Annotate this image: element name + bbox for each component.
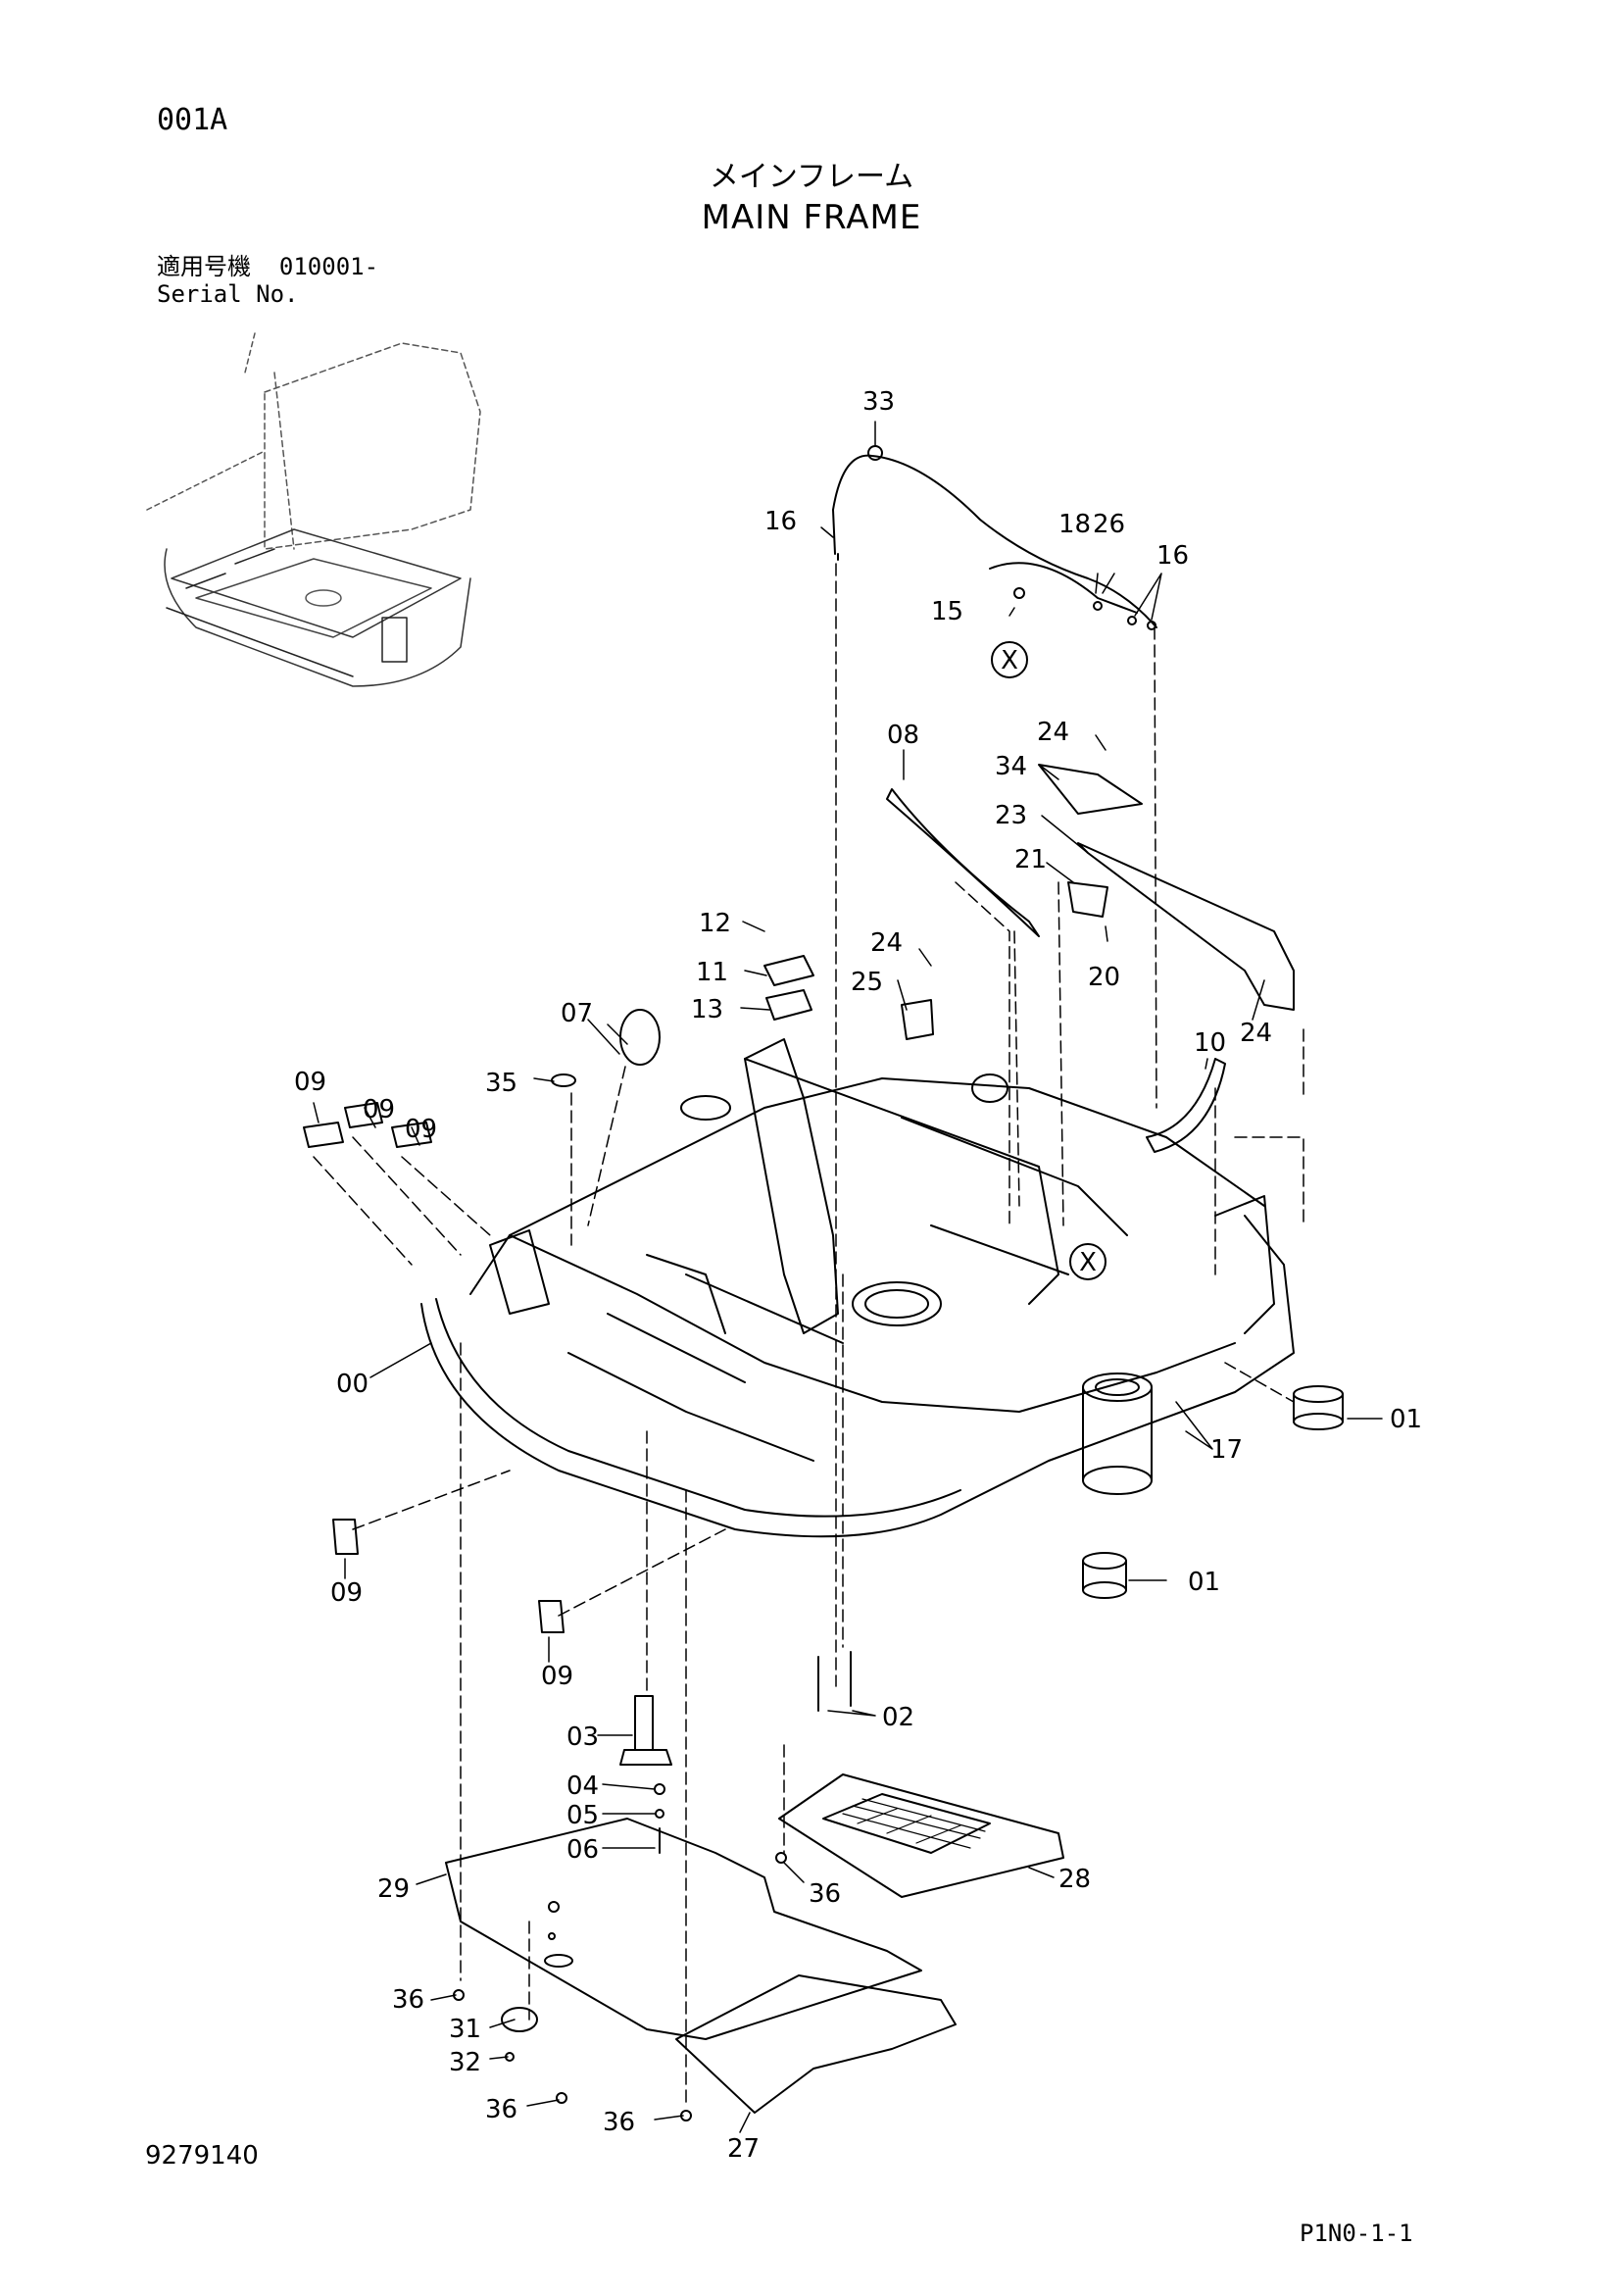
pad-09-b (344, 1102, 383, 1128)
serial-label: Serial No. (157, 280, 299, 308)
callout-36: 36 (809, 1879, 841, 1909)
callout-13: 13 (691, 995, 723, 1024)
callout-26: 26 (1093, 510, 1125, 539)
serial-info: 適用号機 010001- Serial No. (157, 253, 378, 308)
serial-label-japanese: 適用号機 (157, 253, 251, 280)
detail-marker-circle-2 (1069, 1243, 1107, 1280)
bolts-02 (817, 1651, 852, 1712)
callout-09: 09 (294, 1068, 326, 1097)
plate-13 (765, 989, 812, 1021)
ring-07 (619, 1009, 661, 1066)
callout-20: 20 (1088, 963, 1120, 992)
plate-34 (1038, 764, 1143, 815)
callout-09: 09 (541, 1662, 573, 1691)
callout-24: 24 (1240, 1019, 1272, 1048)
callout-32: 32 (449, 2048, 481, 2077)
callout-06: 06 (566, 1835, 599, 1865)
overview-thumbnail (146, 332, 481, 687)
callout-07: 07 (561, 999, 593, 1028)
cable-harness (832, 445, 1157, 630)
bushing-01-lower (1082, 1552, 1127, 1599)
pad-09-d (332, 1519, 359, 1555)
pad-09-c (391, 1122, 432, 1148)
callout-08: 08 (887, 721, 919, 750)
callout-36: 36 (603, 2108, 635, 2137)
cover-27 (675, 1974, 957, 2114)
bracket-21 (1067, 881, 1108, 918)
callout-12: 12 (699, 909, 731, 938)
callout-31: 31 (449, 2015, 481, 2044)
detail-marker-circle (991, 641, 1028, 678)
callout-34: 34 (995, 752, 1027, 781)
callout-16: 16 (1156, 541, 1189, 571)
callout-00: 00 (336, 1370, 369, 1399)
main-frame (420, 1038, 1295, 1538)
callout-04: 04 (566, 1772, 599, 1801)
callout-03: 03 (566, 1722, 599, 1752)
bracket-23 (1077, 842, 1295, 1011)
detail-marker-2: X (1079, 1248, 1097, 1277)
callout-09: 09 (330, 1578, 363, 1608)
page-title-japanese: メインフレーム (709, 160, 914, 194)
page-code: 001A (157, 103, 228, 137)
callout-33: 33 (862, 387, 895, 417)
callout-09: 09 (405, 1115, 437, 1144)
callout-01: 01 (1390, 1405, 1422, 1434)
pad-09-e (538, 1600, 565, 1633)
nut-36-d (775, 1852, 787, 1864)
callout-01: 01 (1188, 1568, 1220, 1597)
cover-29 (445, 1818, 922, 2040)
callout-36: 36 (392, 1985, 424, 2015)
cap-35 (551, 1073, 576, 1087)
plate-11 (763, 955, 814, 986)
callout-02: 02 (882, 1703, 914, 1732)
callout-17: 17 (1210, 1435, 1243, 1465)
bushing-01-upper (1293, 1385, 1344, 1430)
callout-27: 27 (727, 2134, 760, 2164)
callout-09: 09 (363, 1095, 395, 1124)
callout-24: 24 (870, 928, 903, 958)
nut-36-b (556, 2092, 567, 2104)
plate-31 (501, 2007, 538, 2032)
sheet-reference: P1N0-1-1 (1300, 2220, 1413, 2247)
callout-18: 18 (1058, 510, 1091, 539)
serial-number: 010001- (278, 253, 379, 280)
callout-35: 35 (485, 1069, 517, 1098)
callout-24: 24 (1037, 718, 1069, 747)
callout-16: 16 (764, 507, 797, 536)
cover-28 (778, 1773, 1064, 1898)
bracket-25 (901, 999, 934, 1040)
callout-29: 29 (377, 1874, 410, 1904)
callout-28: 28 (1058, 1865, 1091, 1894)
pad-09-a (303, 1122, 344, 1148)
rubber-10 (1146, 1058, 1226, 1153)
callout-11: 11 (696, 958, 728, 987)
callout-36: 36 (485, 2095, 517, 2124)
callout-15: 15 (931, 597, 963, 626)
callout-25: 25 (851, 968, 883, 997)
page-title: MAIN FRAME (701, 198, 922, 237)
callout-23: 23 (995, 801, 1027, 830)
pin-03 (619, 1695, 672, 1854)
callout-10: 10 (1194, 1028, 1226, 1058)
drawing-number: 9279140 (145, 2141, 259, 2171)
rubber-08 (886, 788, 1040, 937)
detail-marker: X (1001, 646, 1018, 675)
callout-05: 05 (566, 1801, 599, 1830)
callout-21: 21 (1014, 845, 1047, 874)
